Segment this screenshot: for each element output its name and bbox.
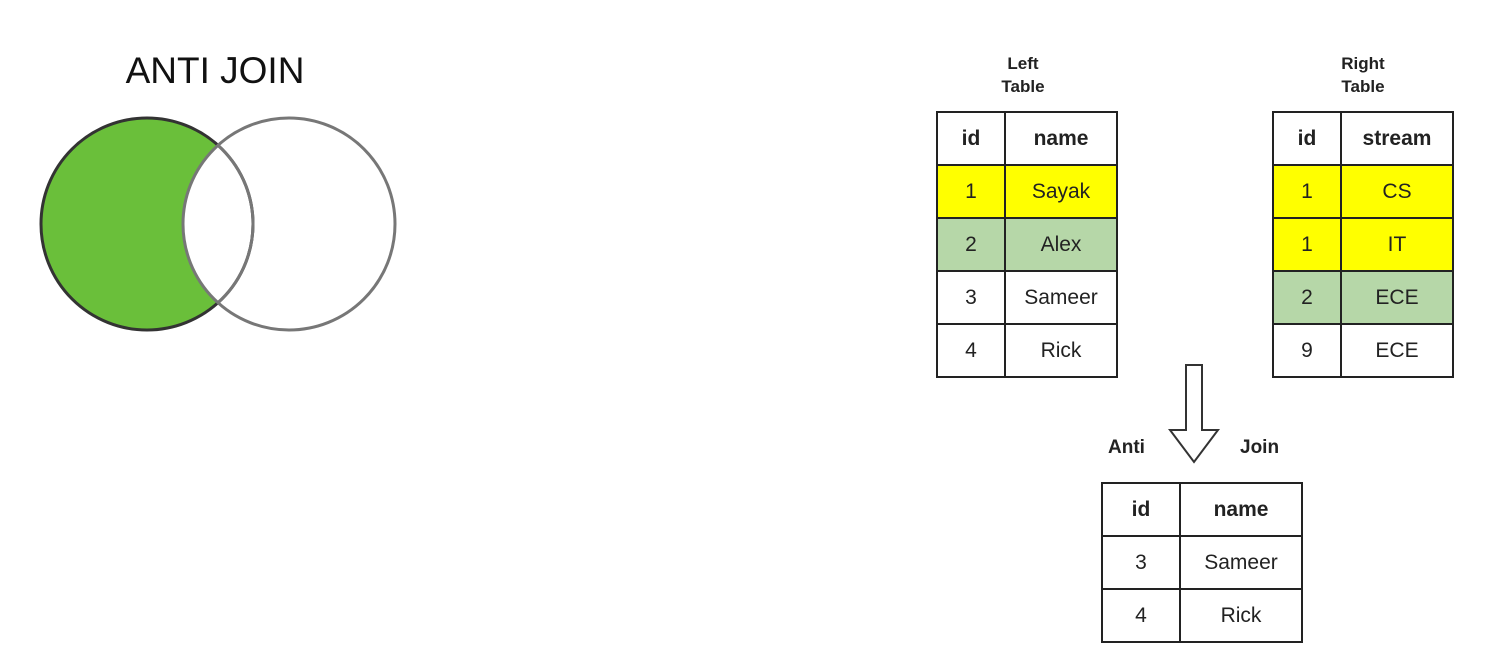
arrow-label-anti: Anti xyxy=(1108,437,1145,458)
table-cell: 1 xyxy=(936,164,1006,219)
venn-diagram xyxy=(39,116,397,332)
caption-line: Right xyxy=(1341,54,1385,73)
down-arrow-icon xyxy=(1168,364,1220,464)
table-cell: 1 xyxy=(1272,164,1342,219)
column-header: stream xyxy=(1340,111,1454,166)
diagram-title: ANTI JOIN xyxy=(125,50,305,91)
venn-left-only-region xyxy=(41,118,253,330)
caption-line: Left xyxy=(1007,54,1039,73)
table-cell: Sayak xyxy=(1004,164,1118,219)
caption-line: Table xyxy=(1001,77,1045,96)
table-cell: 4 xyxy=(936,323,1006,378)
arrow-label-join: Join xyxy=(1240,437,1280,458)
table-cell: ECE xyxy=(1340,270,1454,325)
caption-line: Table xyxy=(1341,77,1385,96)
table-cell: 4 xyxy=(1101,588,1181,643)
column-header: name xyxy=(1179,482,1303,537)
table-cell: 2 xyxy=(936,217,1006,272)
venn-right-circle xyxy=(181,116,397,332)
table-cell: Rick xyxy=(1004,323,1118,378)
table-cell: 3 xyxy=(1101,535,1181,590)
table-cell: Alex xyxy=(1004,217,1118,272)
table-cell: 1 xyxy=(1272,217,1342,272)
left-table-caption: Left Table xyxy=(973,52,1073,98)
table-cell: ECE xyxy=(1340,323,1454,378)
table-cell: 2 xyxy=(1272,270,1342,325)
table-cell: Sameer xyxy=(1004,270,1118,325)
table-cell: IT xyxy=(1340,217,1454,272)
column-header: id xyxy=(1101,482,1181,537)
column-header: name xyxy=(1004,111,1118,166)
table-cell: CS xyxy=(1340,164,1454,219)
venn-left-arc-in-right xyxy=(183,118,255,330)
table-cell: Rick xyxy=(1179,588,1303,643)
right-table-caption: Right Table xyxy=(1313,52,1413,98)
column-header: id xyxy=(1272,111,1342,166)
table-cell: 9 xyxy=(1272,323,1342,378)
table-cell: 3 xyxy=(936,270,1006,325)
column-header: id xyxy=(936,111,1006,166)
table-cell: Sameer xyxy=(1179,535,1303,590)
